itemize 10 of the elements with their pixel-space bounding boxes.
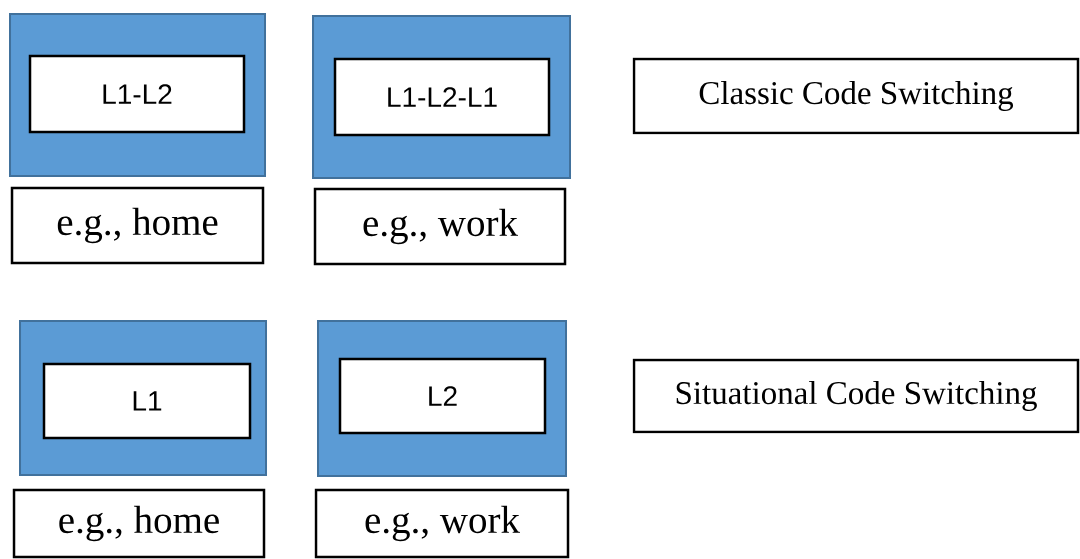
label-box: L2	[338, 357, 547, 435]
label-box: L1	[42, 362, 252, 440]
label-box: e.g., home	[12, 488, 266, 559]
label-box: L1-L2-L1	[333, 57, 551, 137]
label-box: e.g., home	[10, 186, 265, 265]
label-box: L1-L2	[28, 54, 246, 134]
label-box: e.g., work	[314, 488, 570, 559]
label-box: Situational Code Switching	[632, 358, 1080, 434]
label-box: e.g., work	[313, 187, 567, 266]
label-box: Classic Code Switching	[632, 57, 1080, 135]
